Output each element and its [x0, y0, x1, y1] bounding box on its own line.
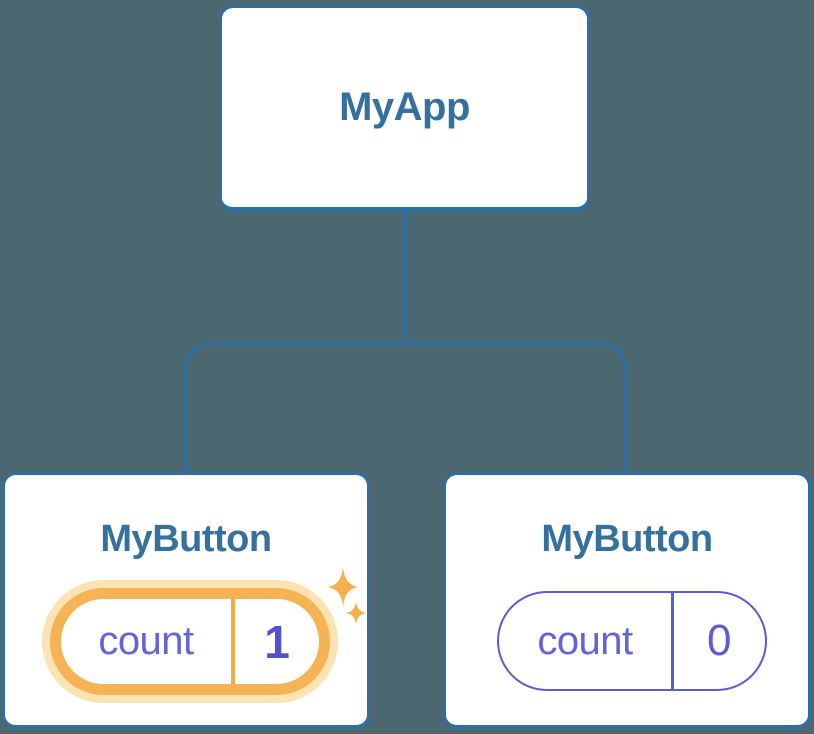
state-value: 0: [707, 616, 732, 665]
state-value: 1: [264, 615, 290, 668]
pill-divider: [671, 593, 674, 689]
state-pill-highlighted: count 1: [50, 588, 330, 695]
sparkle-small-icon: [345, 601, 367, 625]
component-name-label: MyButton: [541, 518, 713, 560]
component-name-label: MyApp: [339, 85, 470, 129]
state-pill: count 0: [497, 591, 767, 691]
state-key-label: count: [537, 618, 633, 663]
component-node-button-1: MyButton count 1: [2, 472, 370, 729]
component-node-button-2: MyButton count 0: [443, 472, 811, 729]
sparkle-large-icon: [327, 566, 359, 608]
component-name-label: MyButton: [100, 518, 272, 560]
pill-divider: [231, 599, 235, 684]
component-node-root: MyApp: [219, 5, 590, 212]
state-key-label: count: [98, 619, 194, 663]
